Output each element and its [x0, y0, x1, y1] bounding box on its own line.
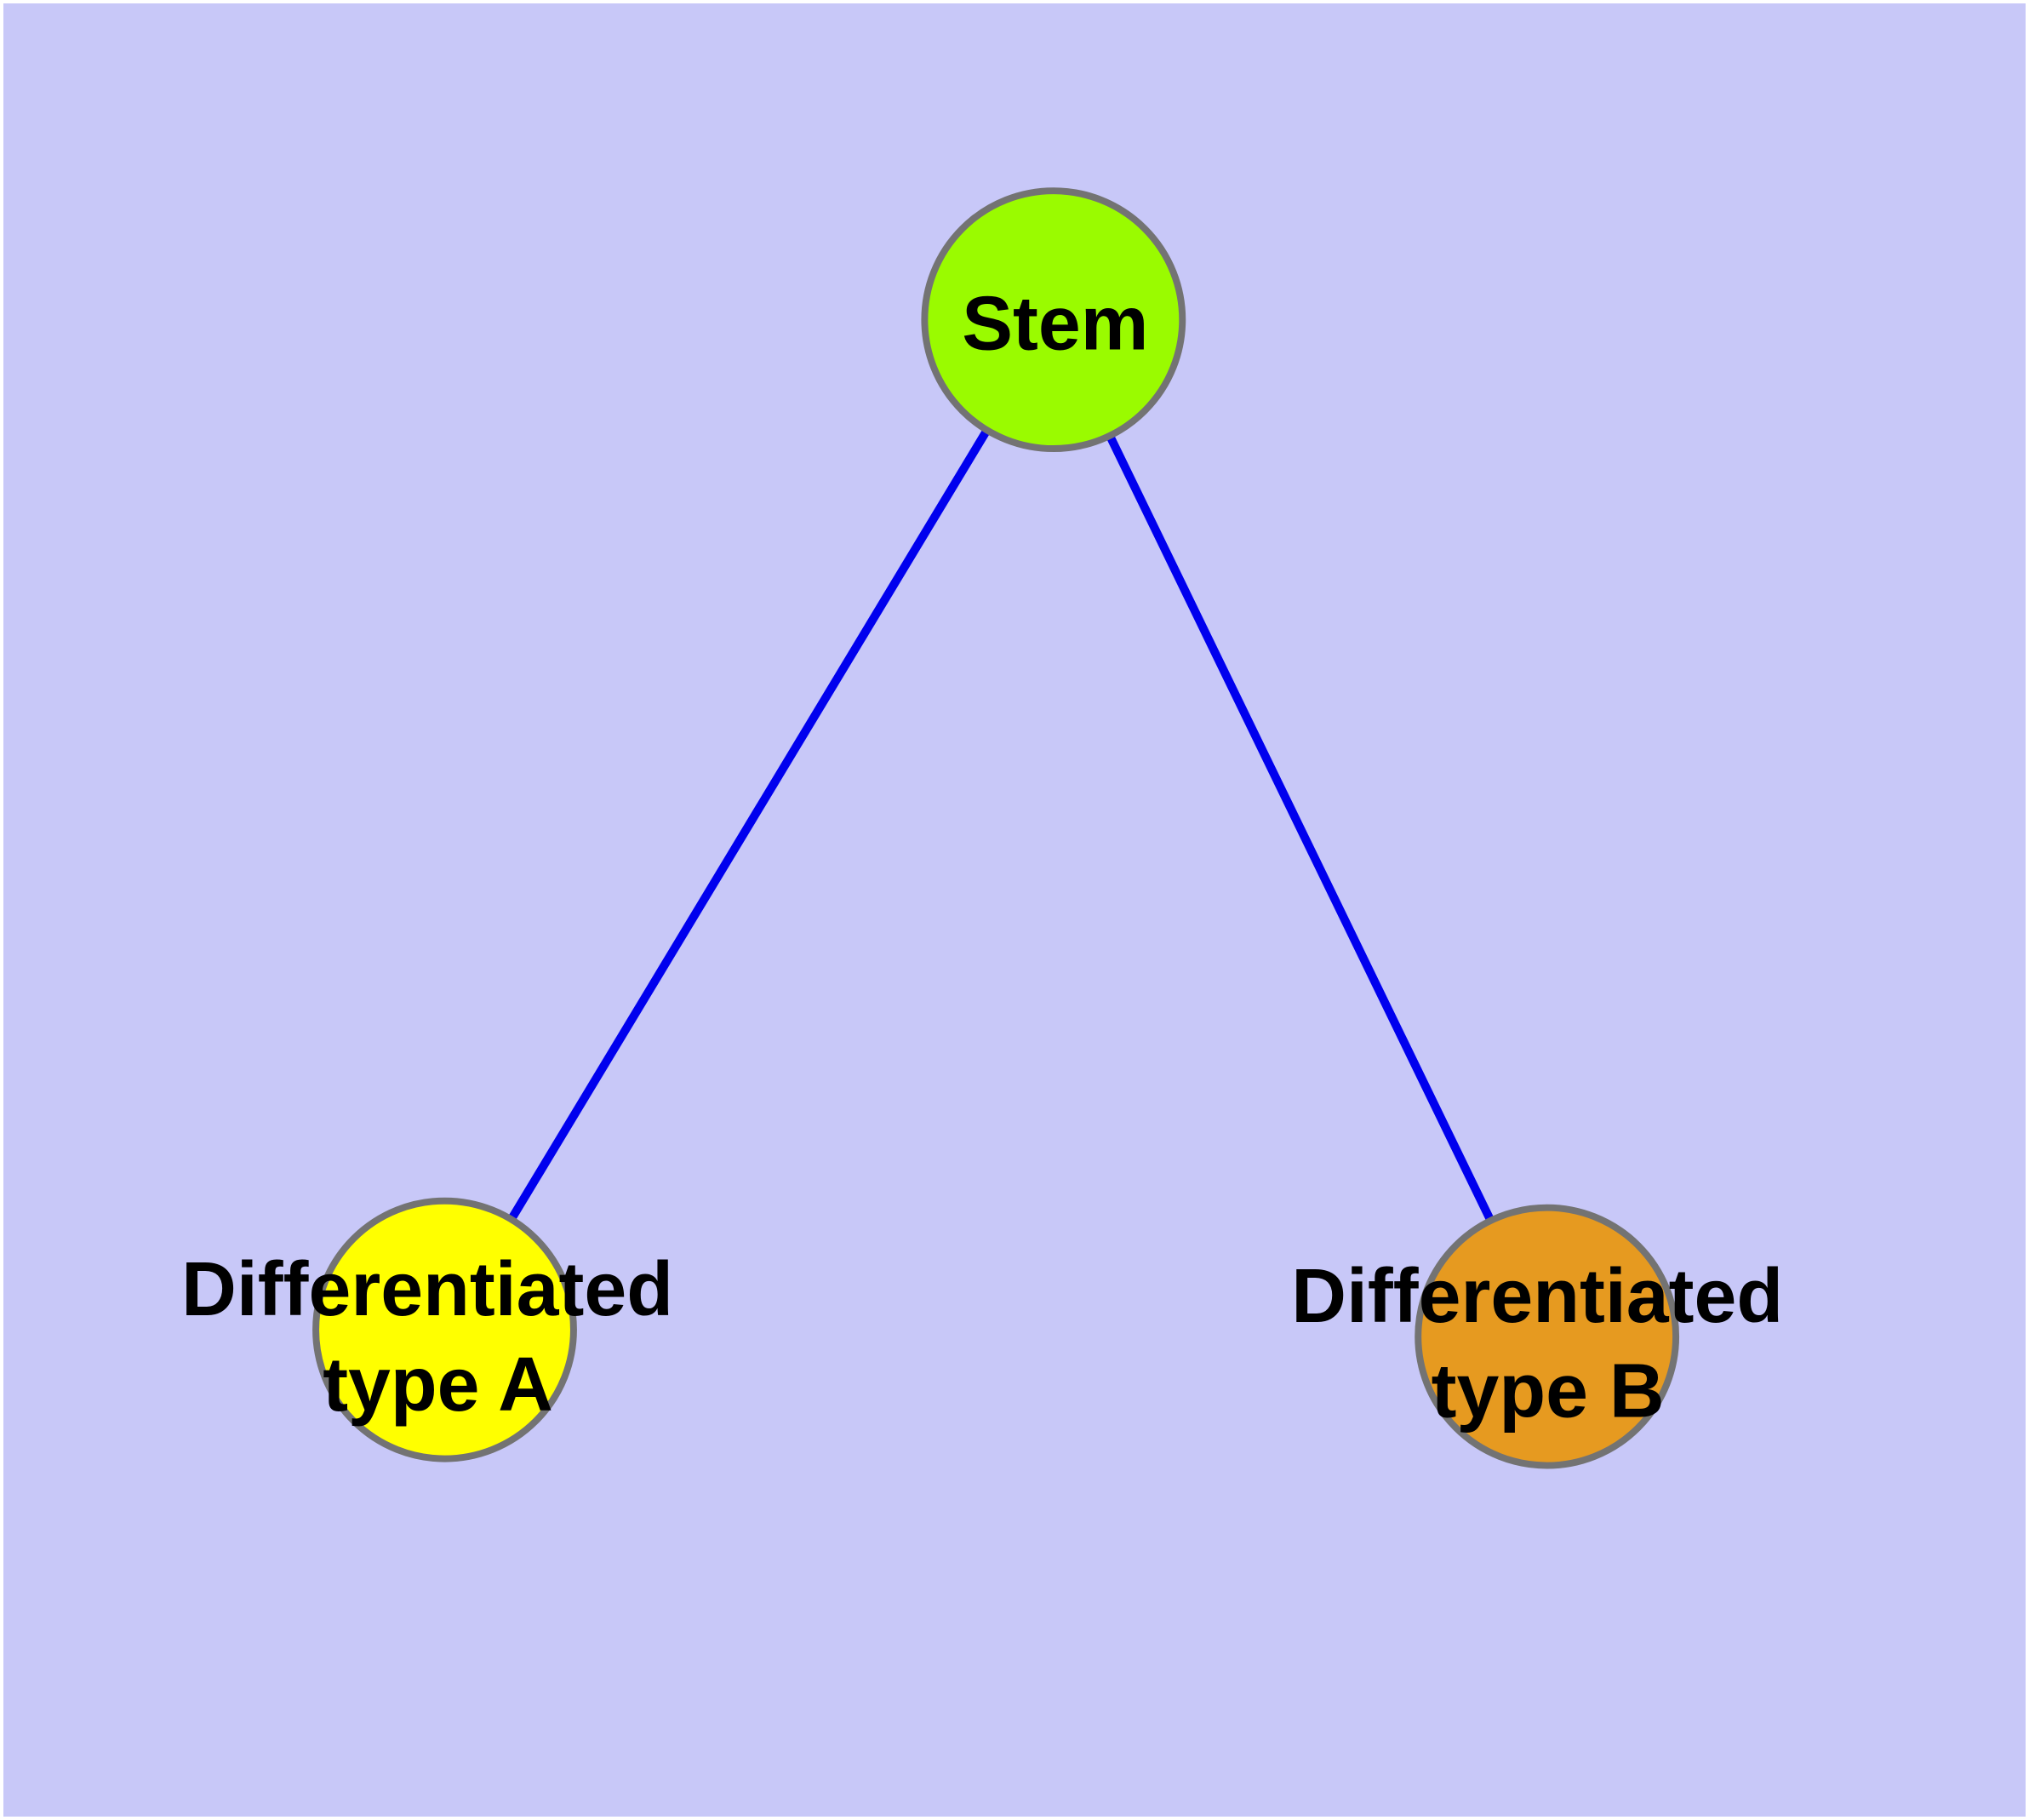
- node-type-b-label-line1: Differentiated: [1291, 1254, 1783, 1339]
- graph-svg: Stem Differentiated type A Differentiate…: [181, 187, 1804, 1469]
- node-type-a-label-line2: type A: [323, 1342, 553, 1428]
- node-stem-label: Stem: [962, 281, 1148, 366]
- node-type-b-label: Differentiated type B: [1291, 1254, 1804, 1434]
- node-type-a-label: Differentiated type A: [181, 1247, 694, 1428]
- node-type-b-label-line2: type B: [1432, 1349, 1665, 1434]
- node-type-a-label-line1: Differentiated: [181, 1247, 673, 1332]
- diagram-canvas: Stem Differentiated type A Differentiate…: [3, 3, 2026, 1817]
- node-type-b-circle[interactable]: [1415, 1204, 1680, 1469]
- node-stem-circle[interactable]: [921, 187, 1186, 453]
- node-type-a-circle[interactable]: [312, 1197, 577, 1462]
- edge-stem-to-type-b: [1049, 318, 1552, 1339]
- edge-stem-to-type-a: [441, 318, 1058, 1332]
